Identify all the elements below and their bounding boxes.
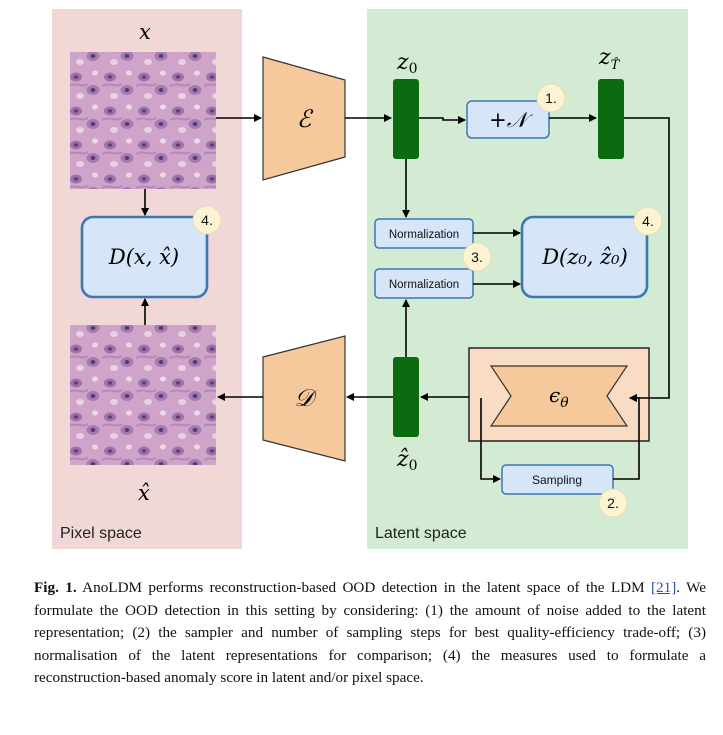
z0-label: z0: [396, 50, 418, 77]
badge-1-label: 1.: [545, 90, 557, 106]
pixel-distance-label: D(x, x̂): [108, 245, 179, 269]
arrow-sampling-to-unet: [613, 394, 640, 480]
latent-distance-label: D(z₀, ẑ₀): [541, 245, 628, 269]
latent-distance-box: [520, 215, 649, 299]
x-hat-label: x̂: [138, 481, 150, 505]
reconstructed-image: [70, 325, 216, 465]
normalization-top-label: Normalization: [389, 229, 459, 241]
encoder-symbol: ℰ: [297, 105, 314, 133]
arrows: [141, 114, 670, 483]
encoder-block: [262, 56, 346, 181]
zT-latent-bar: [598, 79, 624, 159]
z0-hat-latent-bar: [393, 357, 419, 437]
badge-2: [598, 488, 628, 518]
caption-label: Fig. 1.: [34, 579, 77, 596]
caption-text-1: AnoLDM performs reconstruction-based OOD…: [76, 579, 651, 596]
noise-label: +𝒩: [489, 108, 533, 132]
badge-2-label: 2.: [607, 495, 619, 511]
z0-latent-bar: [393, 79, 419, 159]
figure-caption: Fig. 1. AnoLDM performs reconstruction-b…: [34, 577, 706, 690]
badge-4-latent: [633, 206, 663, 236]
noise-box: [466, 100, 550, 139]
badge-4-pixel-label: 4.: [201, 212, 213, 228]
badge-4-pixel: [192, 205, 222, 235]
badge-3: [462, 242, 492, 272]
normalization-bottom-label: Normalization: [389, 279, 459, 291]
zT-label: zT̂: [598, 45, 621, 73]
caption-reference-link[interactable]: [21]: [650, 579, 677, 596]
caption-text-2: . We formulate the OOD detection in this…: [34, 579, 706, 687]
badge-4-latent-label: 4.: [642, 213, 654, 229]
decoder-block: [262, 335, 346, 462]
sampling-label: Sampling: [532, 473, 582, 487]
x-label: x: [139, 20, 151, 44]
arrow-z0-to-noise: [419, 116, 466, 124]
input-image: [70, 52, 216, 189]
pixel-space-label: Pixel space: [60, 525, 142, 542]
epsilon-theta-label: ϵθ: [549, 383, 569, 411]
arrow-unet-to-sampling: [480, 398, 501, 483]
badge-3-label: 3.: [471, 249, 483, 265]
pixel-distance-box: [80, 215, 209, 299]
badge-1: [536, 83, 566, 113]
z0-hat-label: ẑ0: [396, 447, 418, 474]
latent-space-label: Latent space: [375, 525, 467, 542]
unet-epsilon-block: [489, 365, 629, 427]
arrow-zT-to-unet: [624, 117, 670, 402]
